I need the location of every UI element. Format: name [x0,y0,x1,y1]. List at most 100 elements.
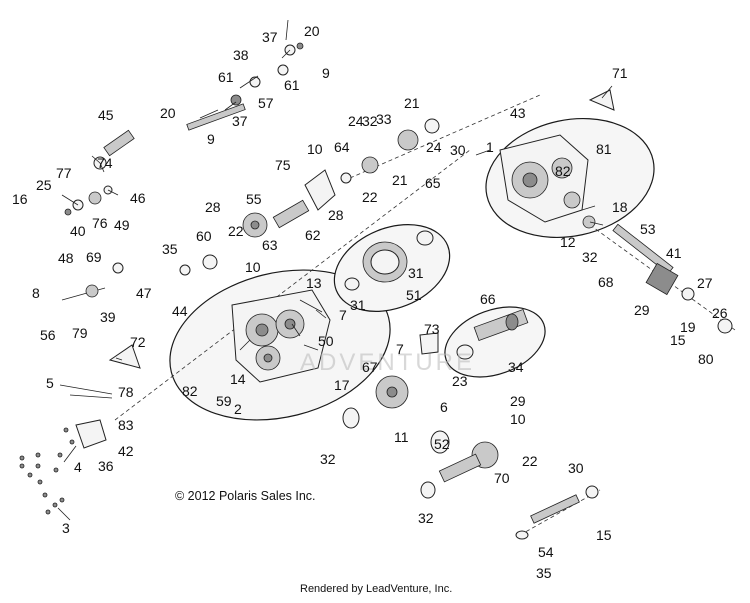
input-shaft [456,309,529,360]
callout-number: 32 [362,113,378,129]
callout-number: 10 [245,259,261,275]
callout-number: 79 [72,325,88,341]
callout-number: 40 [70,223,86,239]
callout-number: 66 [480,291,496,307]
callout-number: 37 [262,29,278,45]
callout-number: 2 [234,401,242,417]
callout-number: 52 [434,436,450,452]
callout-number: 16 [12,191,28,207]
ring-gear [344,230,434,291]
callout-number: 18 [612,199,628,215]
callout-number: 51 [406,287,422,303]
callout-number: 10 [510,411,526,427]
callout-number: 3 [62,520,70,536]
callout-number: 5 [46,375,54,391]
callout-number: 1 [486,139,494,155]
callout-number: 62 [305,227,321,243]
callout-number: 28 [205,199,221,215]
callout-number: 17 [334,377,350,393]
callout-number: 34 [508,359,524,375]
callout-number: 26 [712,305,728,321]
callout-number: 75 [275,157,291,173]
callout-number: 61 [218,69,234,85]
watermark-text: ADVENTURE [300,349,475,376]
callout-number: 45 [98,107,114,123]
callout-number: 20 [304,23,320,39]
callout-number: 11 [394,429,409,445]
callout-number: 29 [510,393,526,409]
callout-number: 72 [130,334,146,350]
callout-number: 73 [424,321,440,337]
callout-number: 15 [670,332,686,348]
main-gear-housing [231,289,331,383]
callout-number: 32 [582,249,598,265]
callout-number: 31 [408,265,424,281]
callout-number: 35 [162,241,178,257]
callout-number: 39 [100,309,116,325]
callout-number: 37 [232,113,248,129]
callout-number: 4 [74,459,82,475]
callout-number: 9 [322,65,330,81]
callout-number: 64 [334,139,350,155]
callout-number: 46 [130,190,146,206]
callout-number: 43 [510,105,526,121]
callout-number: 7 [339,307,347,323]
assembly-line-lower [519,489,601,536]
callout-number: 32 [320,451,336,467]
shift-fork-stack [64,185,113,216]
callout-number: 24 [348,113,364,129]
callout-number: 22 [522,453,538,469]
callout-number: 36 [98,458,114,474]
callout-number: 20 [160,105,176,121]
axle-assembly [582,215,733,334]
callout-number: 8 [32,285,40,301]
chain-sprocket-assembly [179,169,336,276]
copyright-text: © 2012 Polaris Sales Inc. [175,489,316,503]
callout-number: 14 [230,371,246,387]
callout-number: 31 [350,297,366,313]
callout-number: 54 [538,544,554,560]
callout-number: 80 [698,351,714,367]
callout-number: 49 [114,217,130,233]
callout-number: 59 [216,393,232,409]
callout-number: 69 [86,249,102,265]
callout-number: 82 [555,163,571,179]
callout-number: 22 [362,189,378,205]
lower-gear-parts [342,332,599,540]
callout-number: 25 [36,177,52,193]
callout-number: 57 [258,95,274,111]
callout-number: 68 [598,274,614,290]
callout-number: 23 [452,373,468,389]
shift-linkage [61,262,141,449]
callout-number: 78 [118,384,134,400]
callout-labels: 1 2 3 4 5 6 7 7 8 9 9 10 10 10 11 12 13 … [12,23,728,581]
callout-number: 63 [262,237,278,253]
callout-number: 21 [404,95,420,111]
rendered-by-text: Rendered by LeadVenture, Inc. [300,583,452,595]
callout-number: 7 [396,341,404,357]
assembly-line-main [114,149,471,421]
callout-number: 70 [494,470,510,486]
lever-71 [588,89,615,111]
callout-number: 10 [307,141,323,157]
callout-number: 83 [118,417,134,433]
callout-number: 47 [136,285,152,301]
callout-number: 29 [634,302,650,318]
callout-number: 38 [233,47,249,63]
callout-number: 28 [328,207,344,223]
callout-number: 82 [182,383,198,399]
callout-number: 74 [97,155,113,171]
callout-number: 12 [560,234,576,250]
callout-number: 71 [612,65,628,81]
callout-number: 32 [418,510,434,526]
callout-number: 9 [207,131,215,147]
leader-lines [57,19,613,521]
countershaft-gears [340,118,440,184]
callout-number: 35 [536,565,552,581]
callout-number: 22 [228,223,244,239]
callout-number: 15 [596,527,612,543]
right-gear-housing [499,134,589,223]
callout-number: 24 [426,139,442,155]
callout-number: 42 [118,443,134,459]
